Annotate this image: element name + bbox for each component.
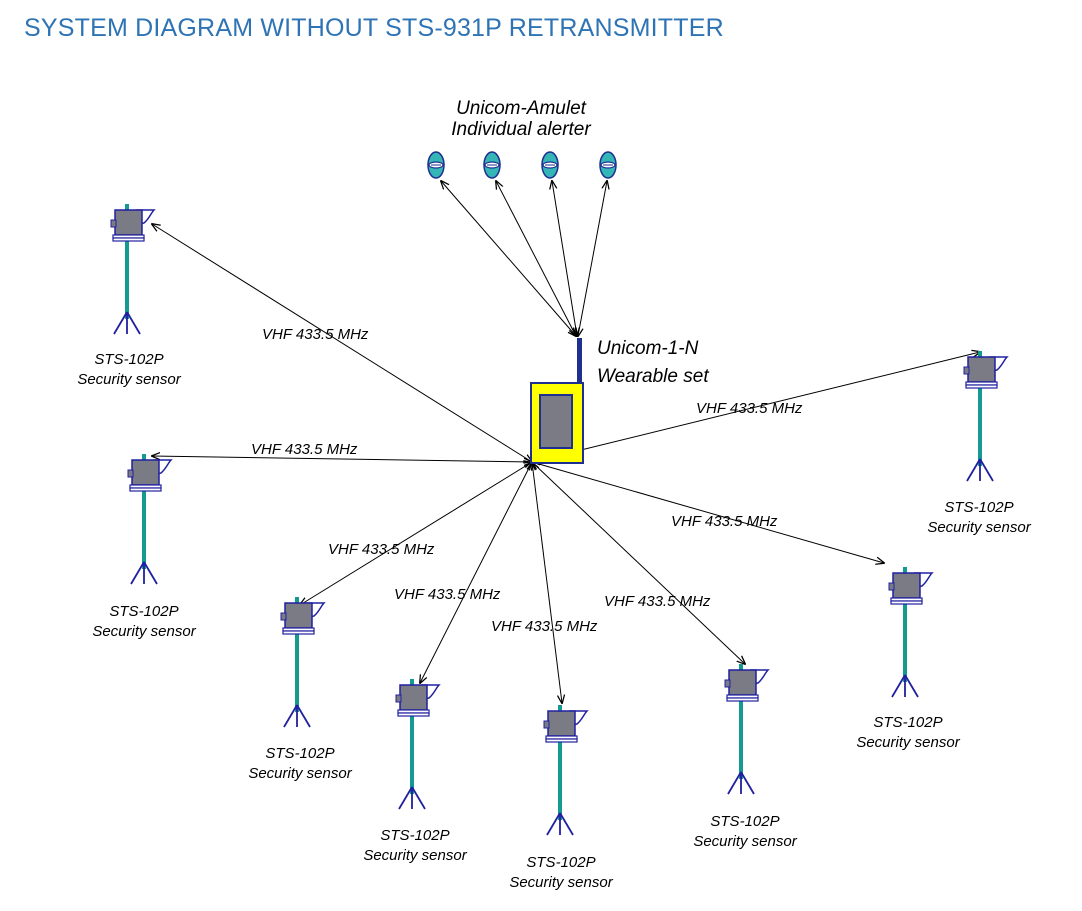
- sensor-3-name: STS-102P: [265, 745, 334, 762]
- sensor-8-name: STS-102P: [944, 499, 1013, 516]
- sensor-6-name: STS-102P: [710, 813, 779, 830]
- sensor-6: [724, 663, 769, 795]
- sensor-4-name: STS-102P: [380, 827, 449, 844]
- sensor-1-desc: Security sensor: [77, 371, 181, 388]
- alerter-1: [427, 151, 445, 179]
- alerter-4: [599, 151, 617, 179]
- link-label-2: VHF 433.5 MHz: [251, 441, 358, 458]
- sensor-link-7: [532, 462, 884, 563]
- sensor-link-5: [532, 462, 562, 703]
- sensor-1: [110, 203, 155, 335]
- sensor-7-name: STS-102P: [873, 714, 942, 731]
- hub-device: [530, 338, 584, 464]
- sensor-8: [963, 350, 1008, 482]
- sensor-7: [888, 566, 933, 698]
- sensor-3: [280, 596, 325, 728]
- page-title: SYSTEM DIAGRAM WITHOUT STS-931P RETRANSM…: [24, 14, 724, 42]
- alerter-link-3: [552, 181, 577, 336]
- link-label-6: VHF 433.5 MHz: [394, 586, 501, 603]
- sensor-5-desc: Security sensor: [509, 874, 613, 891]
- link-label-4: VHF 433.5 MHz: [671, 513, 778, 530]
- sensor-6-desc: Security sensor: [693, 833, 797, 850]
- sensor-2-name: STS-102P: [109, 603, 178, 620]
- alerter-link-4: [578, 181, 607, 336]
- sensor-4: [395, 678, 440, 810]
- sensor-link-1: [152, 224, 532, 462]
- link-label-8: VHF 433.5 MHz: [491, 618, 598, 635]
- link-label-5: VHF 433.5 MHz: [328, 541, 435, 558]
- link-label-3: VHF 433.5 MHz: [696, 400, 803, 417]
- sensor-5: [543, 704, 588, 836]
- sensor-2: [127, 453, 172, 585]
- sensor-7-desc: Security sensor: [856, 734, 960, 751]
- alerter-title: Unicom-Amulet: [456, 98, 587, 119]
- alerter-3: [541, 151, 559, 179]
- link-label-1: VHF 433.5 MHz: [262, 326, 369, 343]
- alerter-2: [483, 151, 501, 179]
- link-label-7: VHF 433.5 MHz: [604, 593, 711, 610]
- hub-title: Unicom-1-N: [597, 338, 699, 359]
- sensor-4-desc: Security sensor: [363, 847, 467, 864]
- sensor-link-4: [420, 462, 532, 683]
- sensor-8-desc: Security sensor: [927, 519, 1031, 536]
- sensor-link-8: [532, 352, 980, 462]
- alerter-subtitle: Individual alerter: [451, 119, 591, 140]
- sensor-3-desc: Security sensor: [248, 765, 352, 782]
- sensor-2-desc: Security sensor: [92, 623, 196, 640]
- sensor-link-3: [300, 462, 532, 605]
- hub-subtitle: Wearable set: [597, 366, 709, 387]
- sensor-5-name: STS-102P: [526, 854, 595, 871]
- sensor-1-name: STS-102P: [94, 351, 163, 368]
